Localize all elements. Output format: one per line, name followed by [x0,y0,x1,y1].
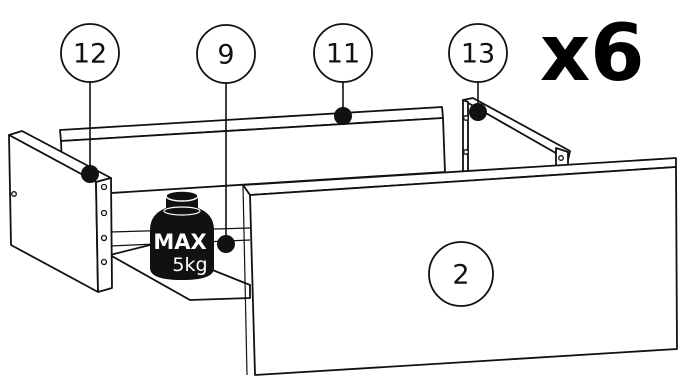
callout-13-label: 13 [461,39,495,70]
callout-11: 11 [313,23,373,83]
weight-limit-value: 5kg [172,254,207,276]
leader-dot-9 [217,235,235,253]
callout-12: 12 [60,23,120,83]
leader-dot-11 [334,107,352,125]
leader-dot-12 [81,165,99,183]
right-side-panel [462,97,571,173]
callout-2-label: 2 [452,260,469,291]
quantity-label: x6 [540,9,645,99]
callout-12-label: 12 [73,39,107,70]
left-side-panel [8,130,113,293]
callout-2: 2 [428,241,494,307]
leader-dot-13 [469,103,487,121]
callout-11-label: 11 [326,39,360,70]
weight-limit-max: MAX [153,230,206,254]
callout-9-label: 9 [217,40,234,71]
callout-9: 9 [196,24,256,84]
weight-icon: MAX 5kg [150,190,214,280]
callout-13: 13 [448,23,508,83]
